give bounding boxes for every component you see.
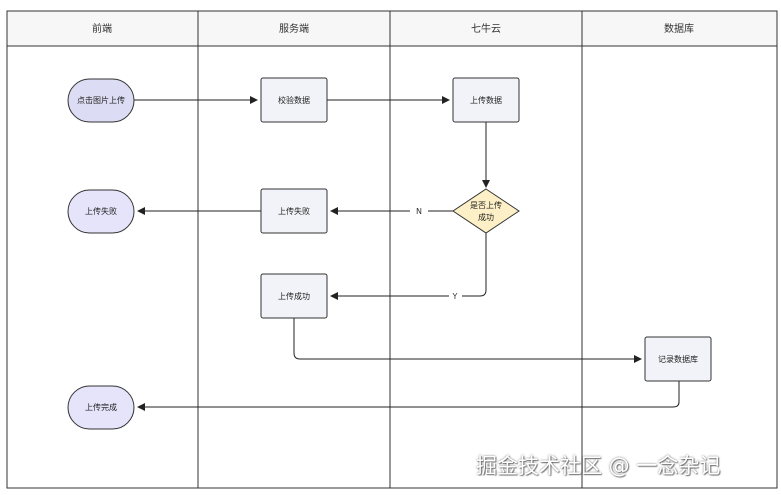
edge-success-to-db — [293, 318, 642, 363]
node-label: 记录数据库 — [658, 354, 698, 364]
watermark: 掘金技术社区 @ 一念杂记 — [476, 454, 721, 478]
node-click-upload[interactable]: 点击图片上传 — [67, 78, 135, 123]
terminal-shape — [67, 189, 135, 234]
swimlane-frame — [6, 10, 778, 489]
node-record-db[interactable]: 记录数据库 — [644, 336, 712, 382]
process-shape — [260, 77, 328, 123]
node-label-line-2: 成功 — [478, 212, 494, 222]
node-label: 上传数据 — [470, 95, 502, 105]
terminal-shape — [67, 385, 135, 430]
node-fail-frontend[interactable]: 上传失败 — [67, 189, 135, 234]
edge-db-to-complete — [137, 381, 680, 411]
process-shape — [260, 188, 328, 234]
node-label: 校验数据 — [278, 95, 310, 105]
node-label: 上传失败 — [85, 206, 117, 216]
edge-decision-yes — [462, 233, 487, 297]
decision-shape — [452, 188, 520, 234]
process-shape — [452, 77, 520, 123]
lane-title-qiniu: 七牛云 — [471, 22, 501, 35]
node-label: 点击图片上传 — [77, 95, 125, 105]
process-shape — [260, 273, 328, 319]
node-validate[interactable]: 校验数据 — [260, 77, 328, 123]
node-decision[interactable]: 是否上传 成功 — [452, 188, 520, 234]
node-label: 上传成功 — [278, 291, 310, 301]
lane-title-server: 服务端 — [279, 22, 309, 35]
node-success-server[interactable]: 上传成功 — [260, 273, 328, 319]
node-upload-data[interactable]: 上传数据 — [452, 77, 520, 123]
header-band — [6, 10, 778, 47]
lane-title-frontend: 前端 — [92, 22, 112, 35]
edges — [134, 96, 680, 411]
node-fail-server[interactable]: 上传失败 — [260, 188, 328, 234]
node-label-line-1: 是否上传 — [470, 200, 502, 210]
process-shape — [644, 336, 712, 382]
terminal-shape — [67, 78, 135, 123]
lane-area — [6, 45, 778, 489]
lane-title-database: 数据库 — [664, 22, 694, 35]
node-label: 上传失败 — [278, 206, 310, 216]
edge-label-no: N — [416, 207, 422, 216]
node-complete[interactable]: 上传完成 — [67, 385, 135, 430]
edge-label-yes: Y — [452, 292, 458, 301]
node-label: 上传完成 — [85, 402, 117, 412]
